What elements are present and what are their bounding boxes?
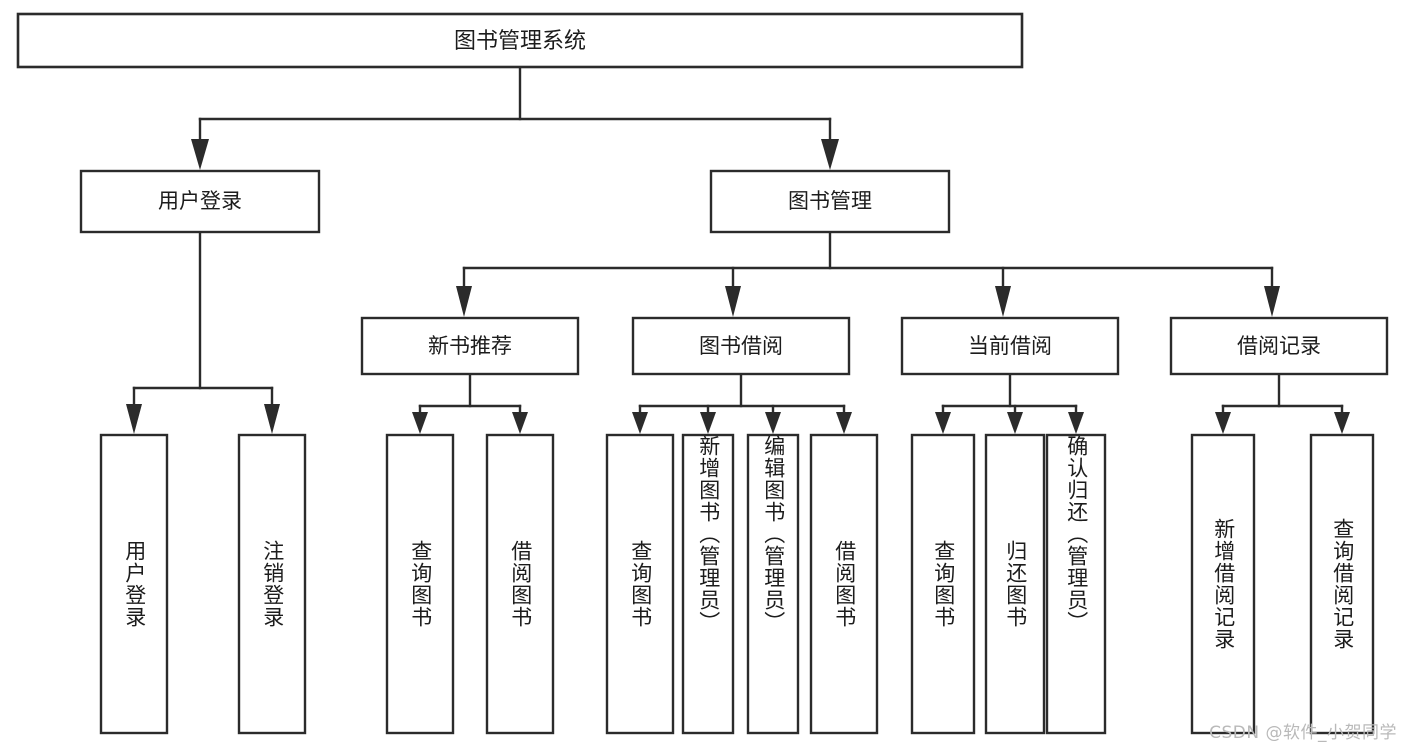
- node-leaf-return-book-box[interactable]: [984, 433, 1046, 735]
- arrow-head-leaf-add-record: [1215, 412, 1231, 434]
- node-leaf-user-login-box[interactable]: [99, 433, 169, 735]
- connector-group-borrow-record: [1215, 372, 1350, 434]
- arrow-head-current-borrow: [995, 286, 1011, 317]
- node-new-book-recommend-box[interactable]: [360, 316, 580, 376]
- node-leaf-borrow-book-box[interactable]: [809, 433, 879, 735]
- node-borrow-record[interactable]: 借阅记录: [1169, 316, 1389, 376]
- node-leaf-borrow-book-rec-box[interactable]: [485, 433, 555, 735]
- arrow-head-leaf-return-book: [1007, 412, 1023, 434]
- node-new-book-recommend-label: 新书推荐: [428, 334, 512, 358]
- node-current-borrow-label: 当前借阅: [968, 334, 1052, 358]
- node-borrow-record-label: 借阅记录: [1237, 334, 1321, 358]
- arrow-head-leaf-query-book-borrow: [632, 412, 648, 434]
- arrow-head-leaf-borrow-book: [836, 412, 852, 434]
- node-book-manage-box[interactable]: [709, 169, 951, 234]
- node-current-borrow-box[interactable]: [900, 316, 1120, 376]
- connector-group-book-borrow: [632, 372, 852, 434]
- node-leaf-add-record-box[interactable]: [1190, 433, 1256, 735]
- node-leaf-query-book-cur-box[interactable]: [910, 433, 976, 735]
- node-user-login-box[interactable]: [79, 169, 321, 234]
- connector-group-current-borrow: [935, 372, 1084, 434]
- node-book-manage-label: 图书管理: [788, 189, 872, 213]
- node-leaf-add-book-box[interactable]: [681, 433, 735, 735]
- node-new-book-recommend[interactable]: 新书推荐: [360, 316, 580, 376]
- arrow-head-leaf-confirm-return: [1068, 412, 1084, 434]
- connector-group-book-manage: [456, 230, 1280, 317]
- node-book-borrow-box[interactable]: [631, 316, 851, 376]
- node-book-borrow-label: 图书借阅: [699, 334, 783, 358]
- watermark-text: CSDN @软件_小贺同学: [1209, 723, 1397, 743]
- arrow-head-leaf-user-login: [126, 404, 142, 434]
- node-root-label: 图书管理系统: [454, 29, 586, 54]
- node-current-borrow[interactable]: 当前借阅: [900, 316, 1120, 376]
- node-leaf-confirm-return-box[interactable]: [1045, 433, 1107, 735]
- leaf-boxes: [99, 433, 1375, 735]
- node-root-box[interactable]: [16, 12, 1024, 69]
- connector-group-new-book-recommend: [412, 372, 528, 434]
- arrow-head-leaf-add-book: [700, 412, 716, 434]
- arrow-head-user-login: [191, 139, 209, 170]
- arrow-head-book-borrow: [725, 286, 741, 317]
- arrow-head-leaf-query-book-rec: [412, 412, 428, 434]
- node-root[interactable]: 图书管理系统: [16, 12, 1024, 69]
- node-leaf-edit-book-box[interactable]: [746, 433, 800, 735]
- node-user-login-label: 用户登录: [158, 189, 242, 213]
- arrow-head-leaf-logout: [264, 404, 280, 434]
- node-user-login[interactable]: 用户登录: [79, 169, 321, 234]
- connector-group-user-login: [126, 230, 280, 434]
- node-leaf-query-book-rec-box[interactable]: [385, 433, 455, 735]
- node-book-manage[interactable]: 图书管理: [709, 169, 951, 234]
- connector-group-root: [191, 65, 839, 170]
- arrow-head-book-manage: [821, 139, 839, 170]
- arrow-head-leaf-borrow-book-rec: [512, 412, 528, 434]
- node-leaf-query-book-borrow-box[interactable]: [605, 433, 675, 735]
- arrow-head-leaf-query-record: [1334, 412, 1350, 434]
- arrow-head-leaf-edit-book: [765, 412, 781, 434]
- arrow-head-borrow-record: [1264, 286, 1280, 317]
- node-borrow-record-box[interactable]: [1169, 316, 1389, 376]
- arrow-head-leaf-query-book-cur: [935, 412, 951, 434]
- node-book-borrow[interactable]: 图书借阅: [631, 316, 851, 376]
- arrow-head-new-book-recommend: [456, 286, 472, 317]
- node-leaf-query-record-box[interactable]: [1309, 433, 1375, 735]
- node-leaf-logout-box[interactable]: [237, 433, 307, 735]
